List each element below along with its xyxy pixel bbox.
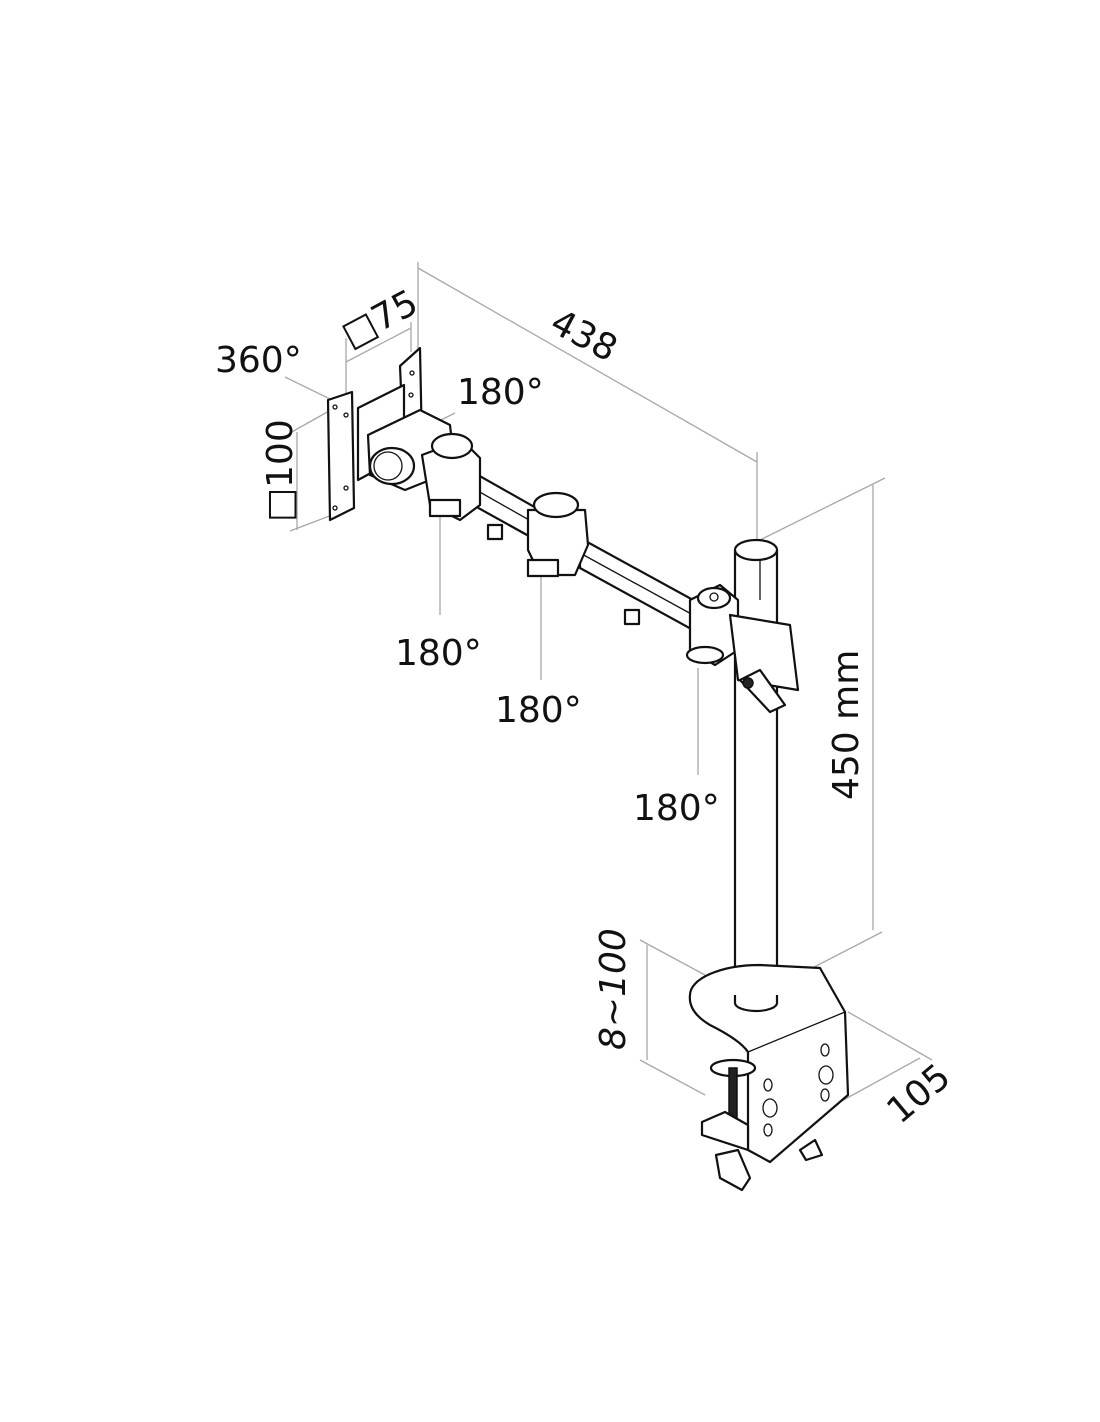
pole: [733, 538, 779, 1012]
arm-segment-outer: [526, 491, 717, 644]
label-vesa-100: □100: [260, 419, 301, 522]
label-arm-length: 438: [544, 302, 624, 370]
label-joint-3: 180°: [633, 788, 720, 829]
pole-collar: [685, 583, 800, 714]
label-clamp-range: 8~100: [593, 928, 634, 1050]
dimension-labels: 360° □75 438 180° □100 180° 180° 180° 45…: [215, 282, 958, 1132]
arm-segment-inner: [420, 432, 547, 547]
label-joint-2: 180°: [495, 690, 582, 731]
label-joint-1: 180°: [395, 633, 482, 674]
label-vesa-rotation: 360°: [215, 340, 302, 381]
label-clamp-depth: 105: [879, 1056, 958, 1132]
desk-clamp: [688, 963, 850, 1192]
dimension-lines: [284, 262, 933, 1104]
label-tilt: 180°: [457, 372, 544, 413]
label-pole-height: 450 mm: [826, 650, 867, 800]
